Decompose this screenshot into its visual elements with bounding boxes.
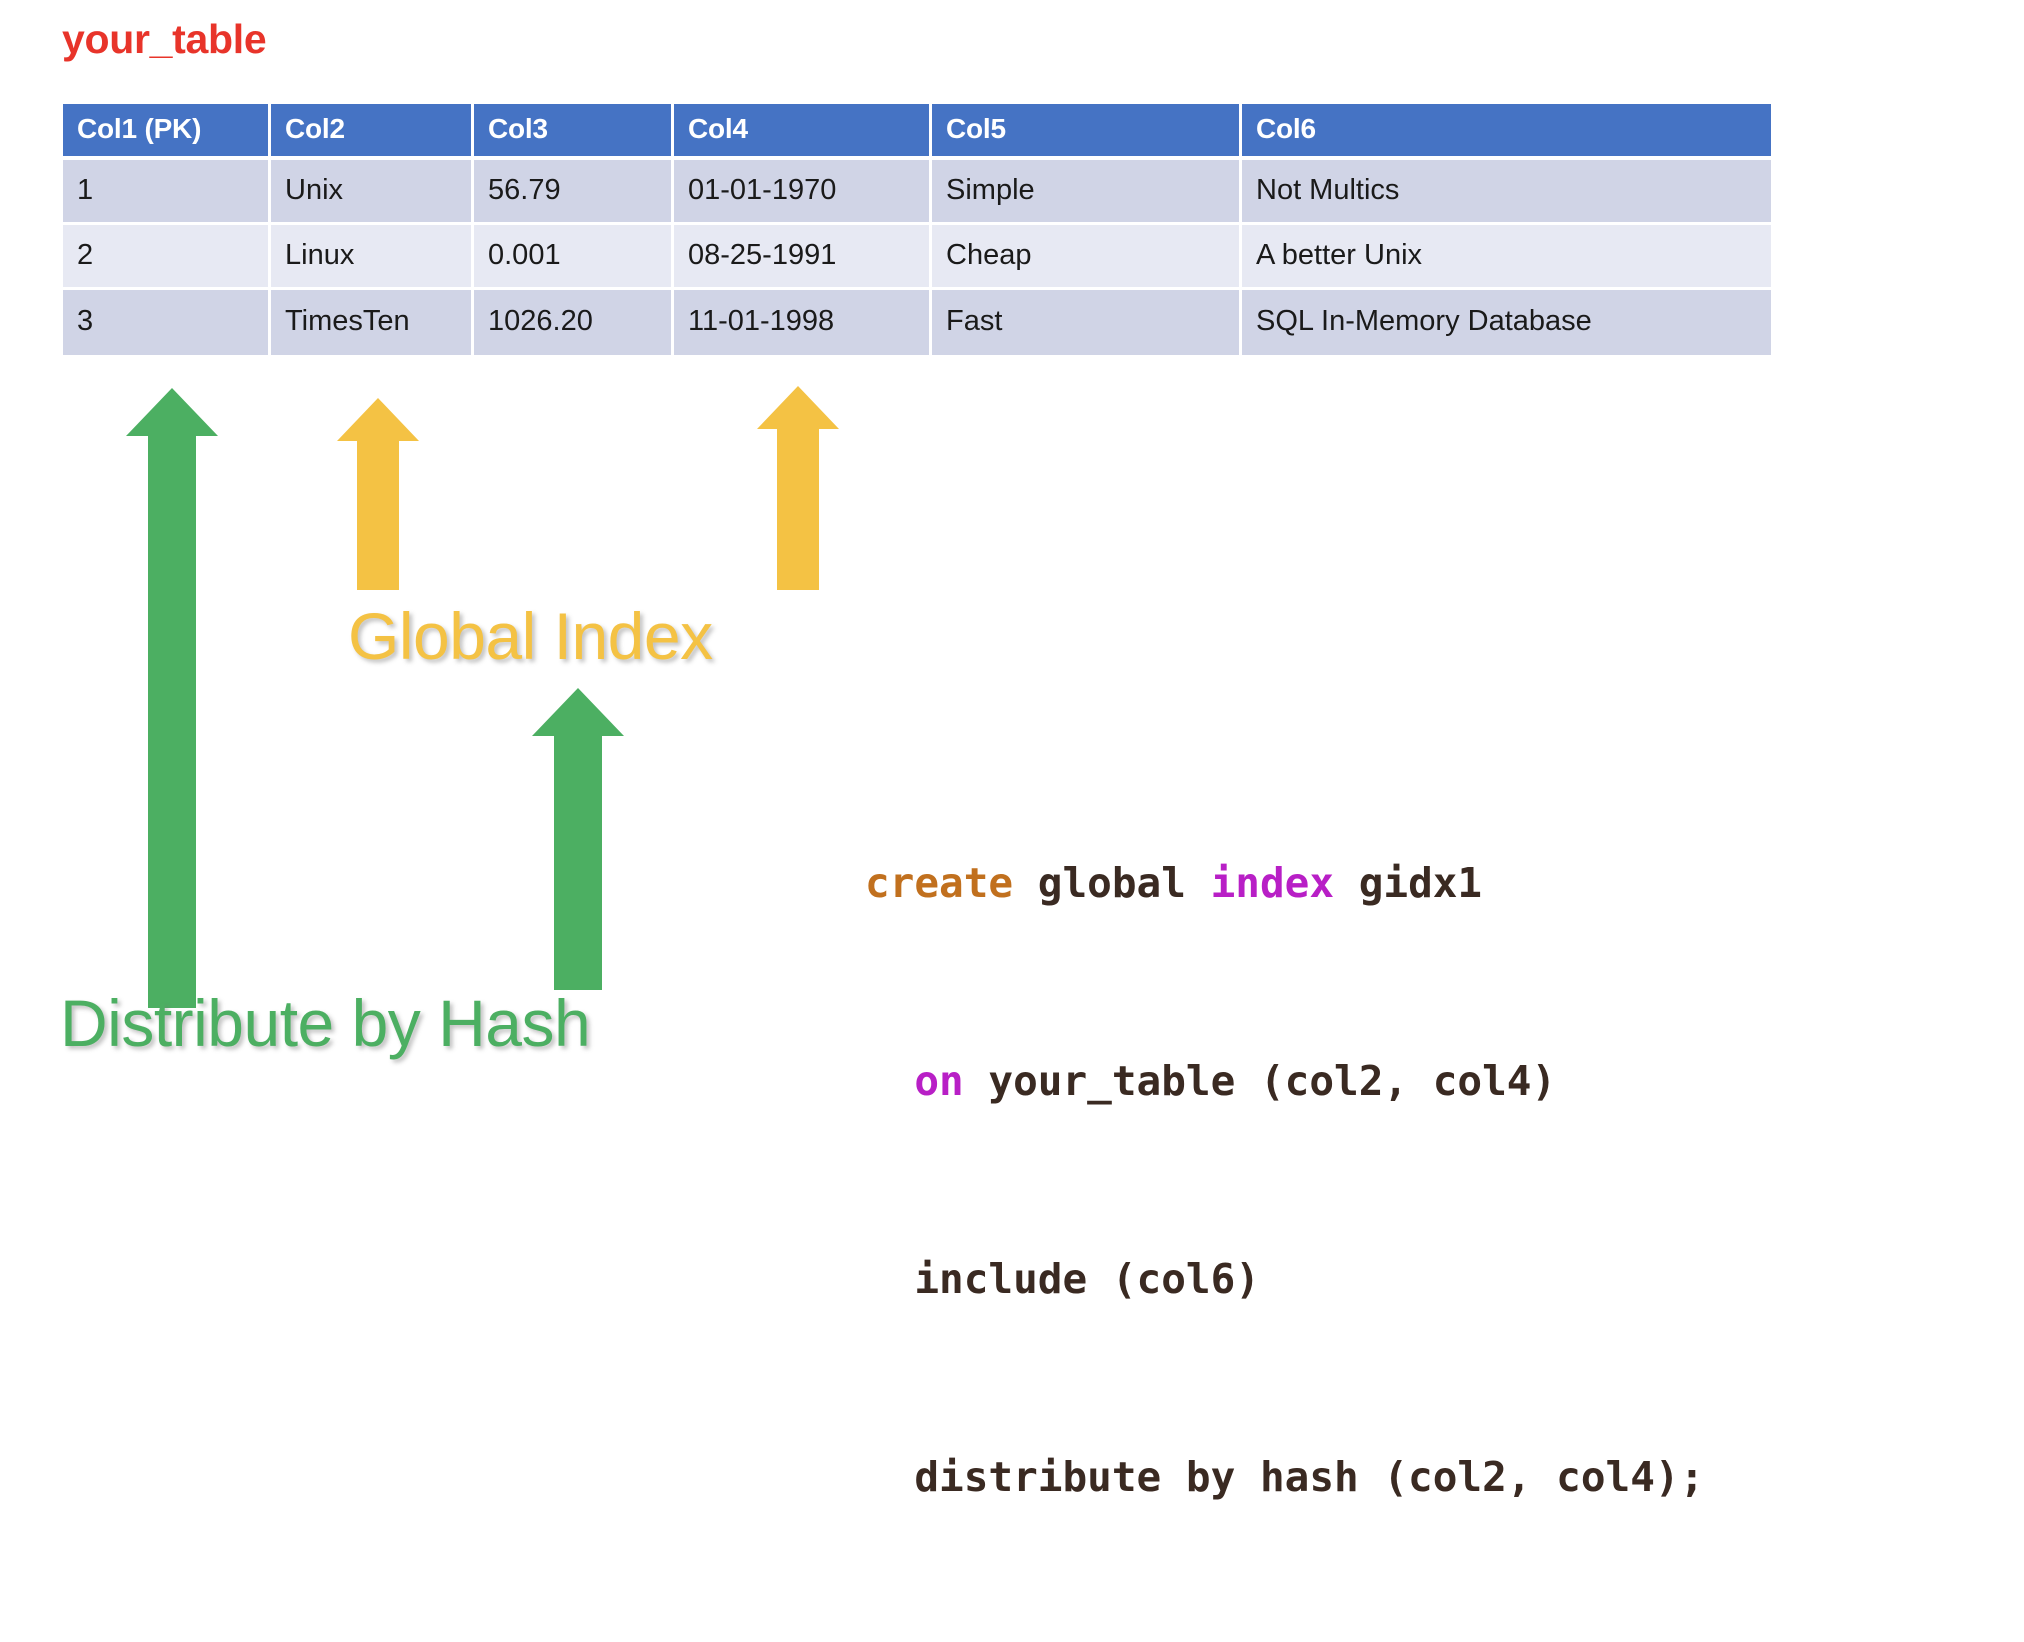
distribute-by-hash-label: Distribute by Hash (60, 986, 591, 1060)
sql-token-global: global (1013, 859, 1211, 907)
sql-distribute-clause: distribute by hash (col2, col4); (914, 1453, 1705, 1501)
cell-col4: 08-25-1991 (674, 225, 932, 290)
column-header-col4: Col4 (674, 104, 932, 160)
global-index-label: Global Index (348, 599, 713, 673)
arrow-col2-global-index-icon (337, 398, 419, 590)
cell-col2: TimesTen (271, 290, 474, 355)
table-header: Col1 (PK) Col2 Col3 Col4 Col5 Col6 (63, 104, 1771, 160)
sql-keyword-index: index (1210, 859, 1335, 907)
cell-col4: 11-01-1998 (674, 290, 932, 355)
cell-col3: 56.79 (474, 160, 674, 225)
code-indent (865, 1057, 914, 1105)
sql-keyword-create: create (865, 859, 1014, 907)
cell-col1: 1 (63, 160, 271, 225)
code-line-3: include (col6) (865, 1246, 1704, 1312)
your-table: Col1 (PK) Col2 Col3 Col4 Col5 Col6 1 Uni… (63, 104, 1771, 355)
cell-col4: 01-01-1970 (674, 160, 932, 225)
column-header-col5: Col5 (932, 104, 1242, 160)
cell-col6: A better Unix (1242, 225, 1771, 290)
column-header-col6: Col6 (1242, 104, 1771, 160)
cell-col5: Cheap (932, 225, 1242, 290)
code-indent (865, 1453, 914, 1501)
table-row: 3 TimesTen 1026.20 11-01-1998 Fast SQL I… (63, 290, 1771, 355)
cell-col3: 0.001 (474, 225, 674, 290)
code-line-1: create global index gidx1 (865, 850, 1704, 916)
slide-canvas: your_table Col1 (PK) Col2 Col3 Col4 Col5… (60, 16, 1771, 1501)
table-header-row: Col1 (PK) Col2 Col3 Col4 Col5 Col6 (63, 104, 1771, 160)
your-table-container: Col1 (PK) Col2 Col3 Col4 Col5 Col6 1 Uni… (63, 104, 1771, 355)
sql-on-clause: your_table (col2, col4) (963, 1057, 1557, 1105)
cell-col3: 1026.20 (474, 290, 674, 355)
table-row: 2 Linux 0.001 08-25-1991 Cheap A better … (63, 225, 1771, 290)
page-title: your_table (62, 16, 267, 62)
cell-col5: Simple (932, 160, 1242, 225)
cell-col1: 3 (63, 290, 271, 355)
code-line-4: distribute by hash (col2, col4); (865, 1444, 1704, 1510)
sql-index-name: gidx1 (1334, 859, 1483, 907)
arrow-col4-global-index-icon (757, 386, 839, 590)
column-header-col1: Col1 (PK) (63, 104, 271, 160)
code-indent (865, 1255, 914, 1303)
sql-include-clause: include (col6) (914, 1255, 1260, 1303)
sql-code-block: create global index gidx1 on your_table … (865, 718, 1704, 1642)
cell-col6: SQL In-Memory Database (1242, 290, 1771, 355)
cell-col6: Not Multics (1242, 160, 1771, 225)
column-header-col3: Col3 (474, 104, 674, 160)
table-body: 1 Unix 56.79 01-01-1970 Simple Not Multi… (63, 160, 1771, 355)
table-row: 1 Unix 56.79 01-01-1970 Simple Not Multi… (63, 160, 1771, 225)
column-header-col2: Col2 (271, 104, 474, 160)
cell-col1: 2 (63, 225, 271, 290)
arrow-col1-distribute-icon (126, 388, 218, 1008)
sql-keyword-on: on (914, 1057, 964, 1105)
cell-col2: Linux (271, 225, 474, 290)
cell-col5: Fast (932, 290, 1242, 355)
cell-col2: Unix (271, 160, 474, 225)
code-line-2: on your_table (col2, col4) (865, 1048, 1704, 1114)
arrow-col3-distribute-icon (532, 688, 624, 990)
